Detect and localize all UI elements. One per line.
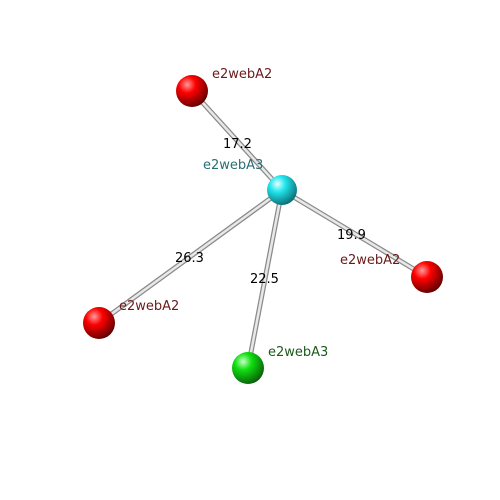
node-right-sphere xyxy=(411,261,443,293)
edge-bottom xyxy=(245,187,285,371)
node-top-sphere xyxy=(176,75,208,107)
node-bottom-sphere xyxy=(232,352,264,384)
edge-bottom-weight: 22.5 xyxy=(250,272,279,287)
edge-top-weight: 17.2 xyxy=(223,137,252,152)
node-bottom-label: e2webA3 xyxy=(268,345,328,360)
edge-right-weight: 19.9 xyxy=(337,228,366,243)
node-left-sphere xyxy=(83,307,115,339)
edge-right xyxy=(279,187,430,280)
edge-top xyxy=(189,88,285,193)
edge-left-weight: 26.3 xyxy=(175,251,204,266)
node-left-label: e2webA2 xyxy=(119,299,179,314)
node-center-label: e2webA3 xyxy=(203,158,263,173)
node-top-label: e2webA2 xyxy=(212,67,272,82)
edge-left xyxy=(96,187,285,326)
node-center-sphere xyxy=(267,175,297,205)
node-right-label: e2webA2 xyxy=(340,253,400,268)
